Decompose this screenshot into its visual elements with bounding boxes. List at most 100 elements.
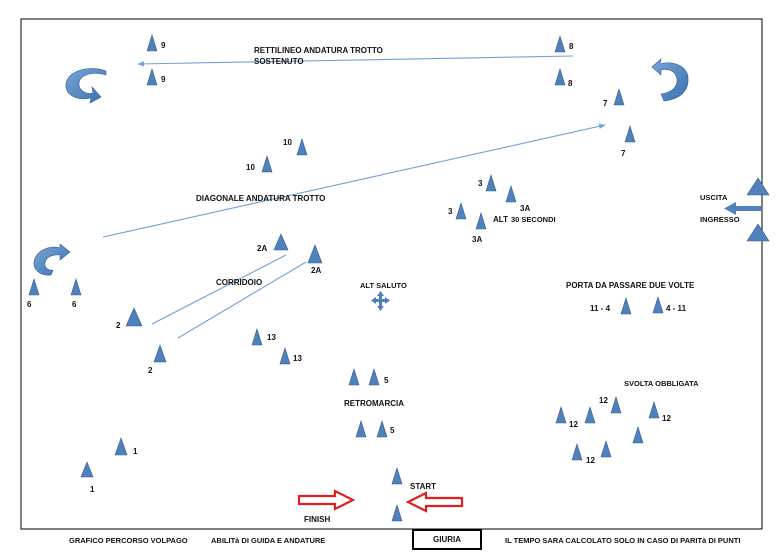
cone-5b	[368, 367, 380, 386]
label-4-11: 4 - 11	[666, 304, 687, 313]
cone-8a	[554, 34, 566, 53]
cone-3a	[485, 173, 497, 192]
label-12c: 12	[569, 420, 578, 429]
cone-12d	[584, 405, 596, 424]
label-11-4: 11 - 4	[590, 304, 611, 313]
diagonale-path-line	[102, 123, 606, 238]
label-2b: 2	[148, 366, 153, 375]
label-10a: 10	[283, 138, 292, 147]
label-12b: 12	[662, 414, 671, 423]
label-3a: 3	[478, 179, 483, 188]
cone-3d	[475, 211, 487, 230]
cone-start	[391, 466, 403, 485]
label-12d: 12	[586, 456, 595, 465]
cone-uscita	[746, 177, 770, 196]
corridoio-line-upper	[151, 254, 287, 325]
label-finish: FINISH	[304, 515, 330, 524]
cone-5c	[355, 419, 367, 438]
label-diagonale: DIAGONALE ANDATURA TROTTO	[196, 194, 325, 203]
turn-arrow-icon-left-top	[65, 68, 107, 104]
turn-arrow-icon-right-top	[651, 58, 689, 102]
footer-title: GRAFICO PERCORSO VOLPAGO	[69, 536, 188, 545]
label-3Aa: 3A	[520, 204, 530, 213]
label-retromarcia: RETROMARCIA	[344, 399, 404, 408]
label-6b: 6	[72, 300, 77, 309]
footer-giuria: GIURIA	[433, 535, 461, 544]
cone-1b	[80, 461, 94, 478]
cone-2a	[125, 307, 143, 327]
alt-saluto-cross-icon	[371, 291, 390, 311]
turn-arrow-icon-left-mid	[33, 243, 71, 276]
arena-border	[20, 18, 763, 530]
cone-12g	[600, 439, 612, 458]
label-rettilineo: RETTILINEO ANDATURA TROTTO	[254, 46, 383, 55]
label-9a: 9	[161, 41, 166, 50]
cone-8b	[554, 67, 566, 86]
cone-7b	[624, 124, 636, 143]
cone-3b	[505, 184, 517, 203]
cone-5d	[376, 419, 388, 438]
label-corridoio: CORRIDOIO	[216, 278, 262, 287]
label-6a: 6	[27, 300, 32, 309]
corridoio-line-lower	[177, 261, 307, 339]
footer-note: IL TEMPO SARA CALCOLATO SOLO IN CASO DI …	[505, 536, 740, 545]
cone-ingresso	[746, 223, 770, 242]
label-7a: 7	[603, 99, 608, 108]
cone-12e	[632, 425, 644, 444]
label-9b: 9	[161, 75, 166, 84]
cone-1a	[114, 437, 128, 456]
entrance-arrow-icon	[724, 202, 762, 215]
label-1a: 1	[133, 447, 138, 456]
cone-9b	[146, 67, 158, 86]
cone-3c	[455, 201, 467, 220]
label-2a: 2	[116, 321, 121, 330]
cone-12b	[648, 400, 660, 419]
label-8b: 8	[568, 79, 573, 88]
label-2Aa: 2A	[257, 244, 267, 253]
label-8a: 8	[569, 42, 574, 51]
label-porta: PORTA DA PASSARE DUE VOLTE	[566, 281, 695, 290]
cone-2Aa	[273, 233, 289, 251]
cone-9a	[146, 33, 158, 52]
label-alt: ALT	[493, 215, 508, 224]
cone-7a	[613, 87, 625, 106]
label-svolta: SVOLTA OBBLIGATA	[624, 379, 699, 388]
label-1b: 1	[90, 485, 95, 494]
label-5b: 5	[390, 426, 395, 435]
cone-finish	[391, 503, 403, 522]
label-13a: 13	[267, 333, 276, 342]
cone-10a	[296, 137, 308, 156]
cone-13a	[251, 327, 263, 346]
label-uscita: USCITA	[700, 193, 728, 202]
finish-arrow-icon	[297, 489, 356, 511]
label-2Ab: 2A	[311, 266, 321, 275]
label-ingresso: INGRESSO	[700, 215, 740, 224]
footer-subtitle: ABILITà DI GUIDA E ANDATURE	[211, 536, 325, 545]
cone-6a	[28, 277, 40, 296]
label-5a: 5	[384, 376, 389, 385]
giuria-box	[412, 529, 482, 550]
cone-13b	[279, 346, 291, 365]
label-13b: 13	[293, 354, 302, 363]
cone-4-11	[652, 295, 664, 314]
cone-6b	[70, 277, 82, 296]
label-rettilineo-2: SOSTENUTO	[254, 57, 304, 66]
label-10b: 10	[246, 163, 255, 172]
cones	[28, 33, 770, 522]
label-start: START	[410, 482, 436, 491]
label-7b: 7	[621, 149, 626, 158]
label-alt-saluto: ALT SALUTO	[360, 281, 407, 290]
cone-12f	[571, 442, 583, 461]
cone-2b	[153, 344, 167, 363]
cone-12c	[555, 405, 567, 424]
cone-11-4	[620, 296, 632, 315]
cone-12a	[610, 395, 622, 414]
cone-2Ab	[307, 244, 323, 264]
label-3Ab: 3A	[472, 235, 482, 244]
cone-5a	[348, 367, 360, 386]
rettilineo-path-line	[137, 55, 574, 67]
label-12a: 12	[599, 396, 608, 405]
label-3b: 3	[448, 207, 453, 216]
